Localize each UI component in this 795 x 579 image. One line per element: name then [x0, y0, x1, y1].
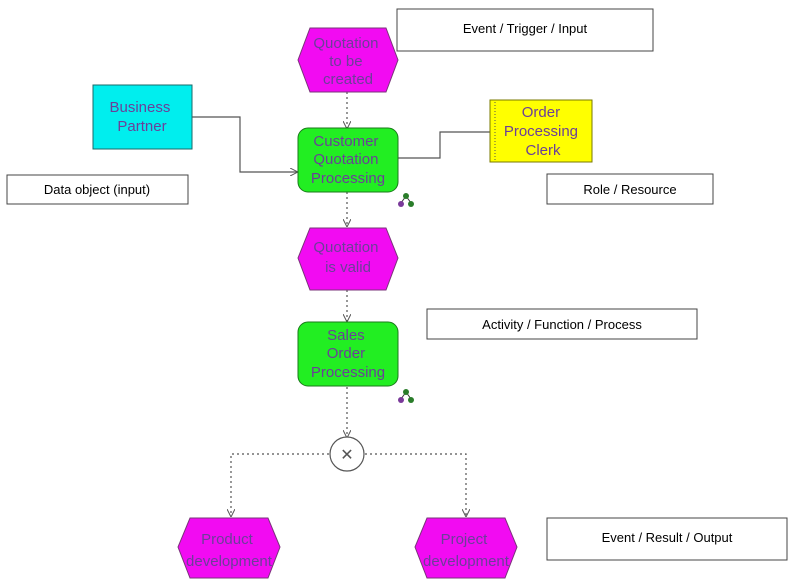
event-text-line: Product [201, 531, 254, 548]
event-quotation-is-valid[interactable]: Quotation is valid [297, 227, 399, 291]
data-object-business-partner[interactable]: Business Partner [92, 84, 193, 150]
svg-text:Project development: Project development [423, 531, 510, 570]
role-text-line: Order [522, 104, 560, 121]
legend-role-resource: Role / Resource [546, 173, 714, 205]
legend-label: Activity / Function / Process [482, 317, 642, 332]
legend-label: Event / Trigger / Input [463, 21, 588, 36]
legend-event-trigger-input: Event / Trigger / Input [396, 8, 654, 52]
function-customer-quotation-processing[interactable]: Customer Quotation Processing [297, 127, 399, 193]
function-sales-order-processing[interactable]: Sales Order Processing [297, 321, 399, 387]
svg-text:Order Processing C: Order Processing Clerk [504, 104, 582, 159]
xor-operator[interactable]: ✕ [329, 436, 365, 472]
svg-text:Quotation is valid: Quotation is valid [313, 239, 382, 276]
function-text-line: Customer [313, 133, 378, 150]
role-connector [398, 131, 490, 159]
event-text-line: Quotation [313, 35, 378, 52]
function-text-line: Sales [327, 327, 365, 344]
event-text-line: Project [441, 531, 489, 548]
svg-text:Customer Quotation: Customer Quotation Processing [311, 133, 385, 187]
legend-label: Data object (input) [44, 182, 150, 197]
legend-label: Event / Result / Output [602, 530, 733, 545]
function-text-line: Processing [311, 364, 385, 381]
event-text-line: created [323, 71, 373, 88]
legend-label: Role / Resource [583, 182, 676, 197]
legend-event-result-output: Event / Result / Output [546, 517, 788, 561]
svg-text:Sales Order Proces: Sales Order Processing [311, 327, 385, 381]
event-text-line: Quotation [313, 239, 378, 256]
event-text-line: development [423, 553, 510, 570]
event-text-line: development [186, 553, 273, 570]
legend-data-object-input: Data object (input) [6, 174, 189, 205]
function-text-line: Processing [311, 170, 385, 187]
function-text-line: Quotation [313, 151, 378, 168]
role-text-line: Clerk [525, 142, 561, 159]
xor-symbol: ✕ [340, 445, 353, 464]
function-text-line: Order [327, 345, 365, 362]
role-order-processing-clerk[interactable]: Order Processing Clerk [489, 99, 593, 163]
org-unit-icon [398, 193, 414, 207]
flow-connector-5 [231, 453, 329, 516]
event-product-development[interactable]: Product development [177, 517, 281, 579]
connectors [192, 92, 490, 516]
legend-activity-function-process: Activity / Function / Process [426, 308, 698, 340]
svg-text:Business Partner: Business Partner [109, 99, 174, 135]
data-object-text-line: Business [109, 99, 170, 116]
svg-text:Product development: Product development [186, 531, 273, 570]
event-quotation-to-be-created[interactable]: Quotation to be created [297, 27, 399, 93]
event-text-line: is valid [325, 259, 371, 276]
flow-connector-6 [365, 453, 466, 516]
role-text-line: Processing [504, 123, 578, 140]
data-object-text-line: Partner [117, 118, 166, 135]
event-project-development[interactable]: Project development [414, 517, 518, 579]
org-unit-icon [398, 389, 414, 403]
svg-text:Quotation to be cr: Quotation to be created [313, 35, 382, 88]
data-input-connector [192, 116, 297, 172]
event-text-line: to be [329, 53, 362, 70]
